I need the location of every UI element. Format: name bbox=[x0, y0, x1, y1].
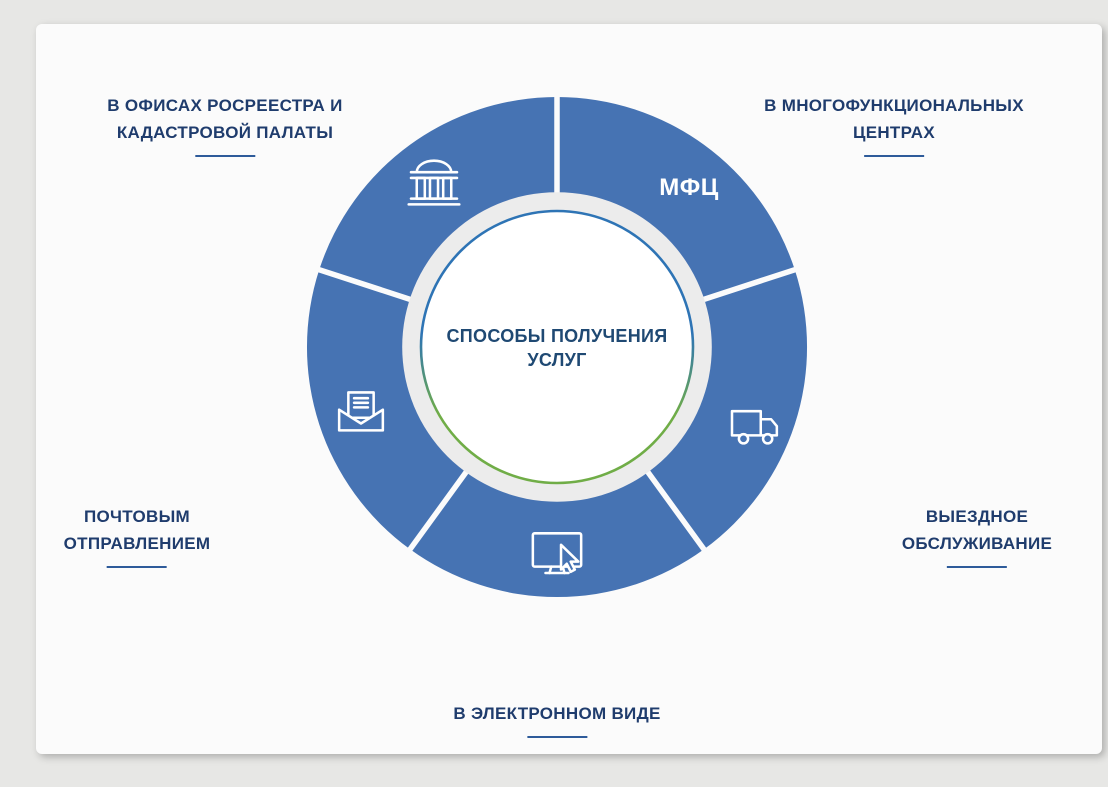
label-postal-underline bbox=[106, 566, 167, 568]
label-offices-line1: В ОФИСАХ РОСРЕЕСТРА И bbox=[107, 96, 343, 115]
label-electronic: В ЭЛЕКТРОННОМ ВИДЕ bbox=[453, 700, 660, 738]
label-mfc-centers-underline bbox=[864, 155, 924, 157]
segment-onsite-service bbox=[647, 269, 808, 550]
label-offices-underline bbox=[194, 155, 255, 157]
monitor-cursor-icon bbox=[531, 532, 583, 575]
label-onsite-service-line1: ВЫЕЗДНОЕ bbox=[925, 507, 1029, 526]
label-onsite-service: ВЫЕЗДНОЕ ОБСЛУЖИВАНИЕ bbox=[902, 503, 1052, 568]
center-title: СПОСОБЫ ПОЛУЧЕНИЯ УСЛУГ bbox=[417, 324, 697, 372]
label-postal-line1: ПОЧТОВЫМ bbox=[83, 507, 191, 526]
label-mfc-centers-line1: В МНОГОФУНКЦИОНАЛЬНЫХ bbox=[764, 96, 1024, 115]
label-onsite-service-line2: ОБСЛУЖИВАНИЕ bbox=[901, 534, 1053, 553]
label-postal-line2: ОТПРАВЛЕНИЕМ bbox=[63, 534, 211, 553]
center-title-line1: СПОСОБЫ ПОЛУЧЕНИЯ bbox=[446, 326, 668, 346]
delivery-truck-icon bbox=[730, 409, 779, 445]
label-electronic-line1: В ЭЛЕКТРОННОМ ВИДЕ bbox=[453, 704, 661, 723]
label-electronic-underline bbox=[527, 736, 587, 738]
slide-card: МФЦ bbox=[36, 24, 1102, 754]
label-onsite-service-underline bbox=[947, 566, 1007, 568]
segment-dividers bbox=[316, 95, 798, 553]
segment-postal bbox=[306, 269, 467, 550]
envelope-letter-icon bbox=[337, 391, 385, 432]
label-postal: ПОЧТОВЫМ ОТПРАВЛЕНИЕМ bbox=[64, 503, 211, 568]
services-donut-diagram: МФЦ bbox=[306, 95, 808, 598]
segment-mfc bbox=[557, 97, 795, 300]
center-circle bbox=[419, 209, 695, 485]
mfc-badge: МФЦ bbox=[659, 174, 719, 201]
label-offices-line2: КАДАСТРОВОЙ ПАЛАТЫ bbox=[116, 123, 334, 142]
bank-icon bbox=[407, 159, 461, 206]
label-mfc-centers-line2: ЦЕНТРАХ bbox=[853, 123, 935, 142]
center-title-line2: УСЛУГ bbox=[527, 350, 587, 370]
label-offices: В ОФИСАХ РОСРЕЕСТРА И КАДАСТРОВОЙ ПАЛАТЫ bbox=[107, 92, 342, 157]
label-mfc-centers: В МНОГОФУНКЦИОНАЛЬНЫХ ЦЕНТРАХ bbox=[764, 92, 1024, 157]
